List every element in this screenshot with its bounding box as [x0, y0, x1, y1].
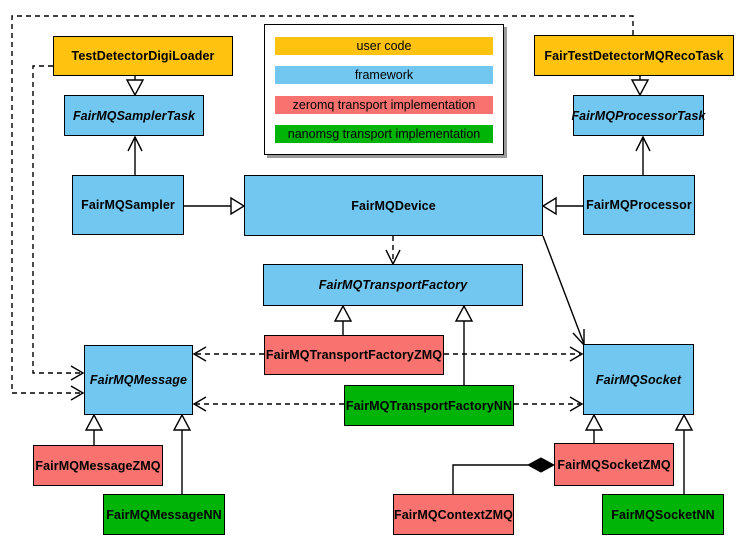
node-label: FairMQSocket: [595, 372, 682, 387]
node-fairmq-socket: FairMQSocket: [583, 344, 694, 415]
node-fairmq-device: FairMQDevice: [244, 175, 543, 236]
node-label: FairMQTransportFactoryZMQ: [265, 348, 443, 362]
edge-association-processor-to-processortask: [635, 135, 651, 175]
legend-item-label: nanomsg transport implementation: [287, 126, 481, 141]
node-fairmq-socket-nn: FairMQSocketNN: [602, 494, 724, 535]
edge-inheritance-tfnn-to-transportfactory: [454, 304, 474, 385]
node-fairmq-message-nn: FairMQMessageNN: [103, 494, 225, 535]
node-fair-test-detector-mq-reco-task: FairTestDetectorMQRecoTask: [534, 35, 734, 76]
node-fairmq-sampler-task: FairMQSamplerTask: [64, 95, 204, 136]
edge-association-device-to-socket: [542, 235, 585, 347]
legend-item-nanomsg: nanomsg transport implementation: [275, 124, 493, 143]
node-test-detector-digi-loader: TestDetectorDigiLoader: [53, 36, 233, 76]
node-label: FairMQProcessorTask: [571, 108, 706, 123]
edge-inheritance-msgzmq-to-message: [84, 413, 104, 445]
node-label: TestDetectorDigiLoader: [71, 49, 215, 63]
node-label: FairMQContextZMQ: [394, 507, 513, 522]
node-label: FairMQDevice: [351, 198, 436, 213]
node-fairmq-socket-zmq: FairMQSocketZMQ: [554, 443, 674, 486]
node-label: FairMQSocketNN: [611, 507, 715, 522]
node-label: FairMQSampler: [81, 198, 175, 212]
node-label: FairMQSocketZMQ: [557, 457, 671, 472]
edge-inheritance-processor-to-device: [541, 196, 583, 216]
edge-inheritance-recotask-to-processortask: [630, 76, 650, 97]
legend-item-label: framework: [354, 68, 414, 83]
edge-inheritance-msgnn-to-message: [172, 413, 192, 494]
node-label: FairMQMessage: [89, 373, 188, 387]
edge-inheritance-sampler-to-device: [184, 196, 246, 216]
edge-dependency-tfzmq-to-socket: [444, 346, 584, 362]
legend-item-framework: framework: [275, 66, 493, 85]
edge-inheritance-sockzmq-to-socket: [584, 413, 604, 443]
legend-item-label: zeromq transport implementation: [292, 97, 476, 112]
edge-dependency-tfnn-to-message: [192, 396, 344, 412]
node-label: FairMQTransportFactoryNN: [345, 398, 513, 413]
node-label: FairMQMessageNN: [106, 507, 222, 522]
node-label: FairMQSamplerTask: [72, 108, 196, 123]
node-fairmq-processor: FairMQProcessor: [583, 175, 695, 235]
node-fairmq-transport-factory-nn: FairMQTransportFactoryNN: [344, 385, 514, 426]
node-label: FairTestDetectorMQRecoTask: [544, 48, 724, 63]
legend-item-label: user code: [356, 39, 412, 53]
edge-dependency-tfnn-to-socket: [514, 396, 584, 412]
node-fairmq-context-zmq: FairMQContextZMQ: [393, 494, 514, 535]
node-label: FairMQTransportFactory: [318, 278, 468, 292]
node-label: FairMQProcessor: [586, 198, 692, 212]
edge-inheritance-digiloader-to-samplertask: [125, 76, 145, 97]
node-fairmq-sampler: FairMQSampler: [72, 175, 184, 235]
legend-item-user-code: user code: [275, 37, 493, 55]
legend: user code framework zeromq transport imp…: [264, 24, 504, 155]
edge-composition-sockzmq-to-contextzmq: [452, 457, 556, 494]
edge-association-sampler-to-samplertask: [127, 135, 143, 175]
edge-inheritance-socknn-to-socket: [674, 413, 694, 494]
node-label: FairMQMessageZMQ: [35, 458, 161, 473]
edge-inheritance-tfzmq-to-transportfactory: [333, 304, 353, 335]
node-fairmq-processor-task: FairMQProcessorTask: [571, 95, 706, 136]
edge-dependency-tfzmq-to-message: [192, 346, 264, 362]
node-fairmq-transport-factory: FairMQTransportFactory: [263, 264, 523, 306]
edge-dependency-device-to-transportfactory: [385, 236, 401, 266]
node-fairmq-message-zmq: FairMQMessageZMQ: [33, 445, 163, 486]
legend-item-zeromq: zeromq transport implementation: [275, 95, 493, 114]
node-fairmq-message: FairMQMessage: [84, 345, 193, 415]
node-fairmq-transport-factory-zmq: FairMQTransportFactoryZMQ: [264, 335, 444, 375]
